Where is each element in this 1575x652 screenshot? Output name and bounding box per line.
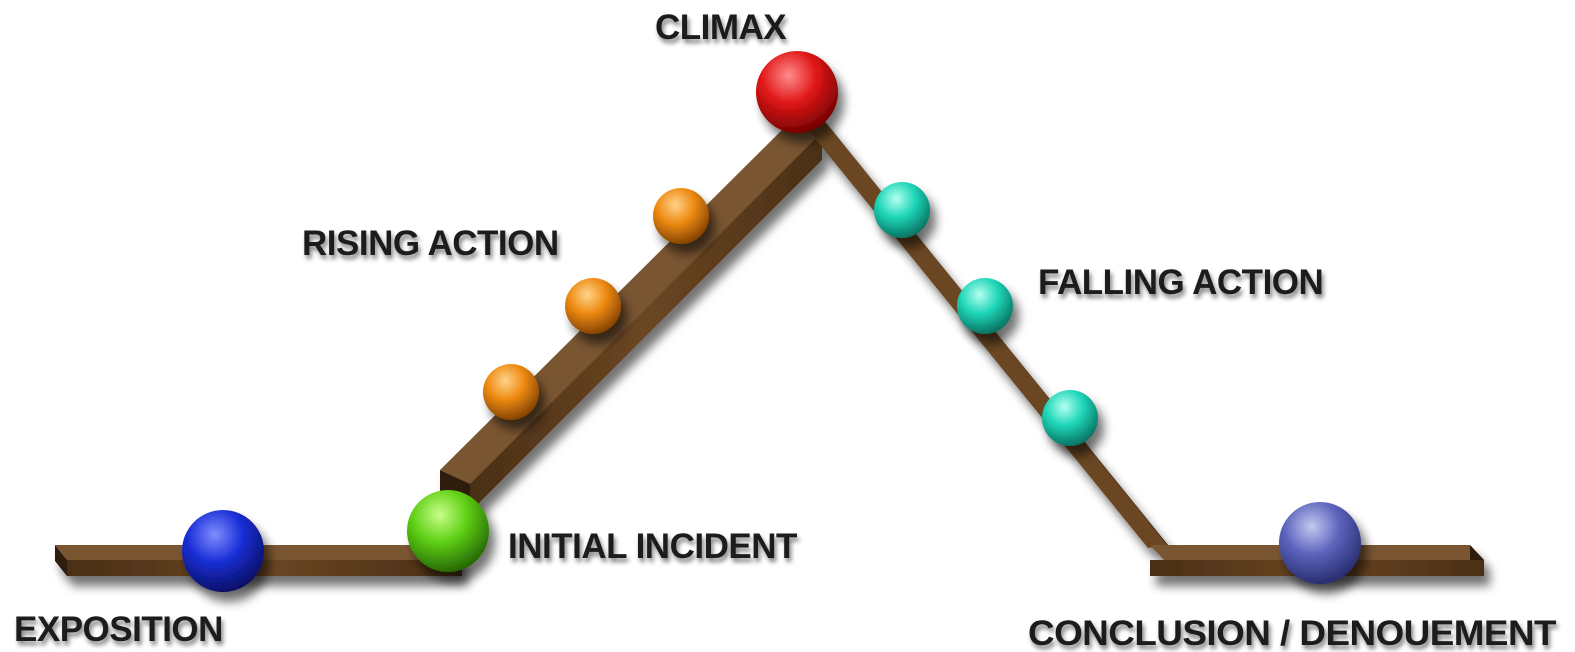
falling-action-sphere-3 [1042, 390, 1098, 446]
exposition-label: EXPOSITION [14, 610, 223, 649]
rising-action-beam [440, 122, 822, 520]
conclusion-sphere [1279, 502, 1361, 584]
falling-action-sphere-1 [874, 182, 930, 238]
rising-action-label: RISING ACTION [302, 224, 559, 263]
exposition-sphere [182, 510, 264, 592]
story-points [182, 51, 1361, 592]
rising-action-sphere-3 [653, 188, 709, 244]
climax-sphere [756, 51, 838, 133]
rising-action-sphere-1 [483, 364, 539, 420]
initial-incident-sphere [407, 490, 489, 572]
stage-labels: CLIMAX RISING ACTION FALLING ACTION INIT… [14, 8, 1557, 652]
conclusion-label: CONCLUSION / DENOUEMENT [1028, 614, 1556, 652]
falling-action-beam [800, 118, 1176, 556]
falling-action-sphere-2 [957, 278, 1013, 334]
falling-action-label: FALLING ACTION [1038, 263, 1323, 302]
climax-label: CLIMAX [655, 8, 787, 47]
initial-incident-label: INITIAL INCIDENT [508, 527, 797, 566]
rising-action-sphere-2 [565, 278, 621, 334]
plot-track [55, 118, 1484, 576]
